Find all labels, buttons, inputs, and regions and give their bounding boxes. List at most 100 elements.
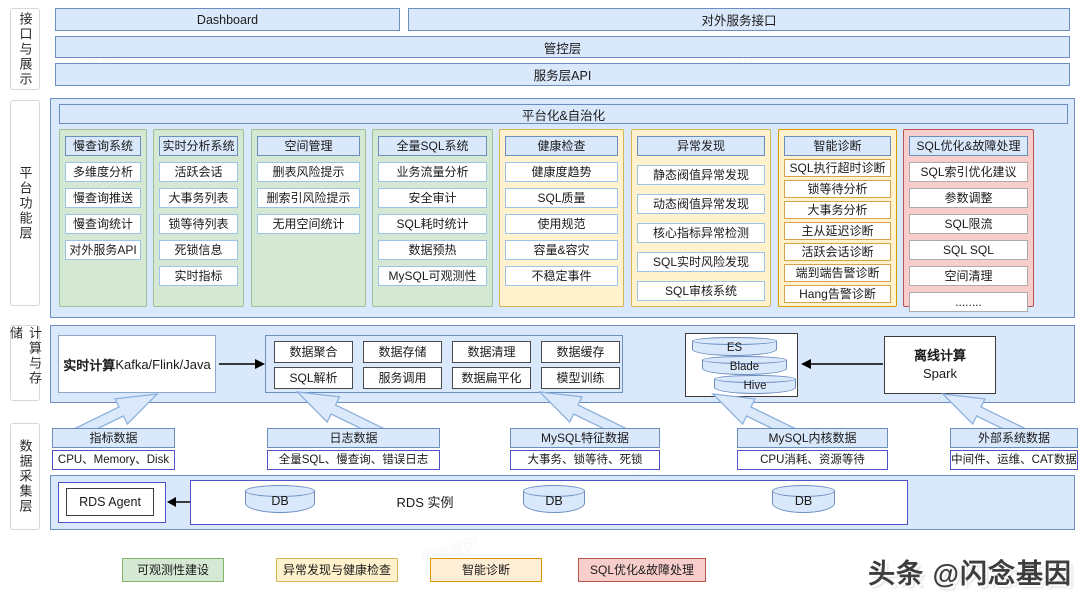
realtime-compute-title: 实时计算 <box>63 357 116 373</box>
source-title: MySQL内核数据 <box>737 428 888 448</box>
column-sql-optimization: SQL优化&故障处理 SQL索引优化建议 参数调整 SQL限流 SQL SQL … <box>903 129 1034 312</box>
rds-instance-label: RDS 实例 <box>396 495 454 510</box>
feature-item: 大事务分析 <box>784 201 891 219</box>
feature-item: 活跃会话 <box>159 162 238 182</box>
legend-anomaly-health: 异常发现与健康检查 <box>276 558 398 582</box>
source-title: 指标数据 <box>52 428 175 448</box>
pipeline-group: 数据聚合 数据存储 数据清理 数据缓存 SQL解析 服务调用 数据扁平化 模型训… <box>265 335 623 393</box>
platform-container: 平台化&自治化 慢查询系统 多维度分析 慢查询推送 慢查询统计 对外服务API … <box>50 98 1075 318</box>
service-layer-api-box: 服务层API <box>55 63 1070 86</box>
feature-item: 参数调整 <box>909 188 1028 208</box>
feature-item: 静态阀值异常发现 <box>637 165 765 185</box>
column-space-management: 空间管理 删表风险提示 删索引风险提示 无用空间统计 <box>251 129 366 307</box>
column-header: 实时分析系统 <box>159 136 238 156</box>
source-title: 外部系统数据 <box>950 428 1078 448</box>
external-service-api-box: 对外服务接口 <box>408 8 1070 31</box>
pipeline-step: 数据清理 <box>452 341 531 363</box>
feature-item: SQL SQL <box>909 240 1028 260</box>
platform-banner: 平台化&自治化 <box>59 104 1068 124</box>
feature-item: SQL审核系统 <box>637 281 765 301</box>
feature-item: 数据预热 <box>378 240 487 260</box>
control-layer-box: 管控层 <box>55 36 1070 58</box>
feature-item: SQL质量 <box>505 188 618 208</box>
layer-label-compute: 计算与存储 <box>8 325 42 401</box>
db-cylinder: DB <box>772 485 835 513</box>
column-slow-query-system: 慢查询系统 多维度分析 慢查询推送 慢查询统计 对外服务API <box>59 129 147 307</box>
hive-cylinder: Hive <box>714 375 796 394</box>
layer-label-platform: 平台功能层 <box>10 100 40 306</box>
pipeline-step: SQL解析 <box>274 367 353 389</box>
offline-compute-box: 离线计算 Spark <box>884 336 996 394</box>
feature-item: 无用空间统计 <box>257 214 360 234</box>
column-intelligent-diagnosis: 智能诊断 SQL执行超时诊断 锁等待分析 大事务分析 主从延迟诊断 活跃会话诊断… <box>778 129 897 307</box>
feature-item: 空间清理 <box>909 266 1028 286</box>
column-header: 空间管理 <box>257 136 360 156</box>
feature-item: SQL限流 <box>909 214 1028 234</box>
feature-item: 容量&容灾 <box>505 240 618 260</box>
layer-label-interface: 接口与展示 <box>10 8 40 90</box>
db-cylinder: DB <box>245 485 315 513</box>
feature-item: 慢查询统计 <box>65 214 141 234</box>
arrow-rds-to-agent <box>167 497 191 507</box>
column-full-sql-system: 全量SQL系统 业务流量分析 安全审计 SQL耗时统计 数据预热 MySQL可观… <box>372 129 493 307</box>
db-cylinder: DB <box>523 485 585 513</box>
column-header: 健康检查 <box>505 136 618 156</box>
column-header: 智能诊断 <box>784 136 891 156</box>
arrow-spark-to-storage <box>801 359 883 369</box>
layer-label-collection: 数据采集层 <box>10 423 40 530</box>
storage-engines-group: ES Blade Hive <box>685 333 798 397</box>
feature-item: 慢查询推送 <box>65 188 141 208</box>
feature-item: 删索引风险提示 <box>257 188 360 208</box>
feature-item: SQL实时风险发现 <box>637 252 765 272</box>
feature-item: 死锁信息 <box>159 240 238 260</box>
feature-item: SQL耗时统计 <box>378 214 487 234</box>
column-header: 全量SQL系统 <box>378 136 487 156</box>
column-header: 异常发现 <box>637 136 765 156</box>
source-title: MySQL特征数据 <box>510 428 660 448</box>
feature-item: 多维度分析 <box>65 162 141 182</box>
feature-item: ........ <box>909 292 1028 312</box>
column-realtime-analysis-system: 实时分析系统 活跃会话 大事务列表 锁等待列表 死锁信息 实时指标 <box>153 129 244 307</box>
column-header: 慢查询系统 <box>65 136 141 156</box>
pipeline-step: 模型训练 <box>541 367 620 389</box>
source-detail: 全量SQL、慢查询、错误日志 <box>267 450 440 470</box>
feature-item: 核心指标异常检测 <box>637 223 765 243</box>
feature-item: 安全审计 <box>378 188 487 208</box>
feature-item: 不稳定事件 <box>505 266 618 286</box>
feature-item: 动态阀值异常发现 <box>637 194 765 214</box>
feature-item: 对外服务API <box>65 240 141 260</box>
source-detail: 大事务、锁等待、死锁 <box>510 450 660 470</box>
feature-item: 锁等待列表 <box>159 214 238 234</box>
offline-compute-title: 离线计算 <box>913 348 966 363</box>
feature-item: 大事务列表 <box>159 188 238 208</box>
feature-item: 锁等待分析 <box>784 180 891 198</box>
source-detail: CPU消耗、资源等待 <box>737 450 888 470</box>
arrow-realtime-to-pipeline <box>219 359 265 369</box>
pipeline-step: 数据存储 <box>363 341 442 363</box>
pipeline-step: 服务调用 <box>363 367 442 389</box>
dashboard-box: Dashboard <box>55 8 400 31</box>
feature-item: SQL索引优化建议 <box>909 162 1028 182</box>
feature-item: 端到端告警诊断 <box>784 264 891 282</box>
feature-item: 实时指标 <box>159 266 238 286</box>
offline-compute-engine: Spark <box>923 366 957 381</box>
column-header: SQL优化&故障处理 <box>909 136 1028 156</box>
feature-item: 使用规范 <box>505 214 618 234</box>
brand-watermark: 头条 @闪念基因 <box>868 559 1072 589</box>
feature-item: 业务流量分析 <box>378 162 487 182</box>
legend-sql-optimization: SQL优化&故障处理 <box>578 558 706 582</box>
rds-agent-box: RDS Agent <box>66 488 154 516</box>
realtime-compute-engines: Kafka/Flink/Java <box>115 356 211 372</box>
feature-item: 主从延迟诊断 <box>784 222 891 240</box>
feature-item: 健康度趋势 <box>505 162 618 182</box>
feature-item: 活跃会话诊断 <box>784 243 891 261</box>
legend-observability: 可观测性建设 <box>122 558 224 582</box>
es-cylinder: ES <box>692 337 777 356</box>
pipeline-step: 数据扁平化 <box>452 367 531 389</box>
blade-cylinder: Blade <box>702 356 787 375</box>
source-detail: 中间件、运维、CAT数据 <box>950 450 1078 470</box>
feature-item: 删表风险提示 <box>257 162 360 182</box>
feature-item: MySQL可观测性 <box>378 266 487 286</box>
